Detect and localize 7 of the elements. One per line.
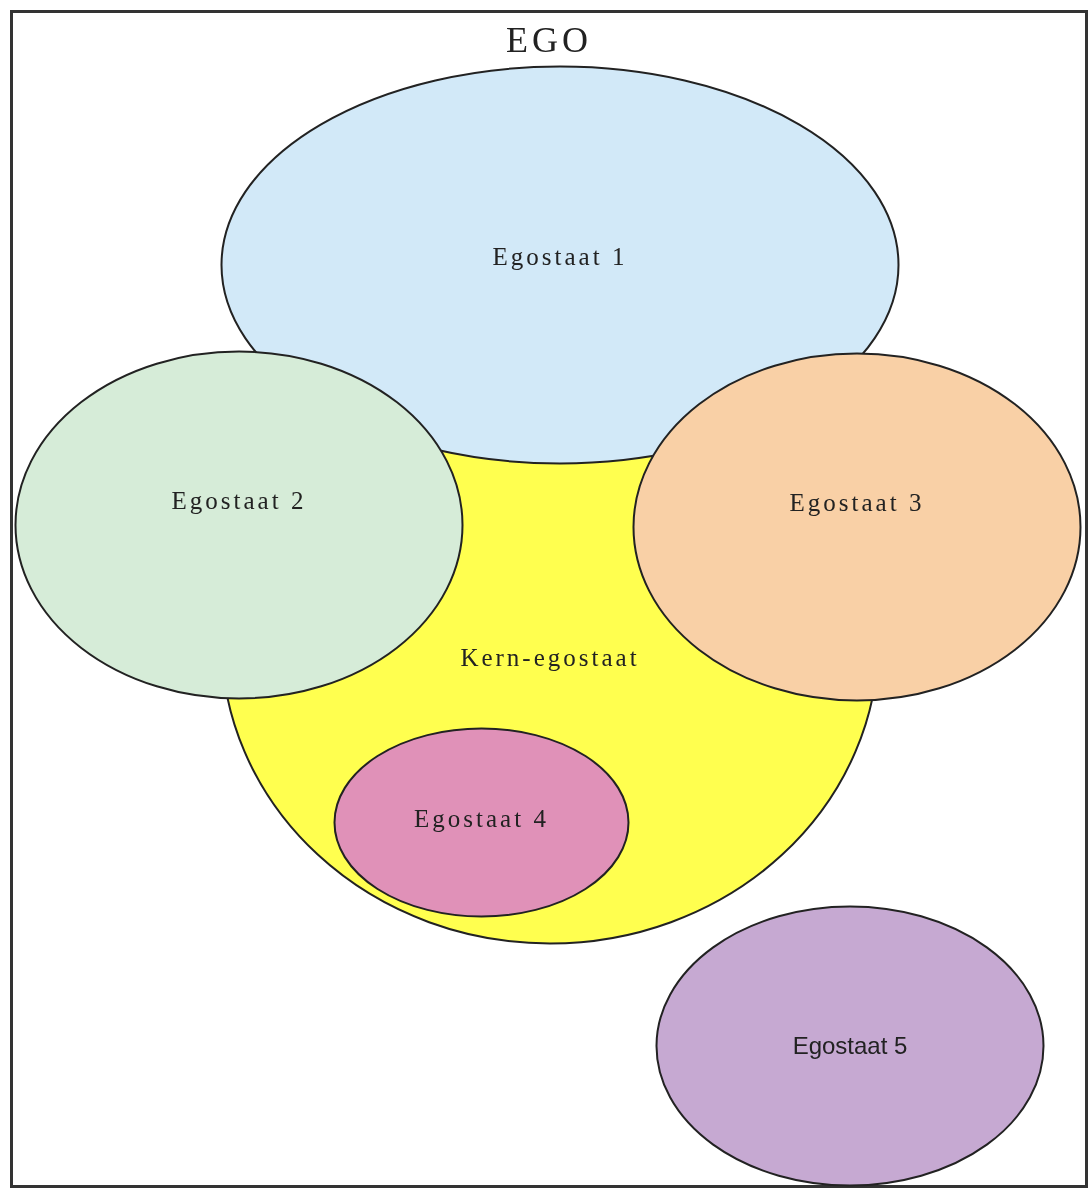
ellipse-label: Egostaat 2 [171, 486, 307, 515]
ellipse-label: Kern-egostaat [460, 644, 640, 673]
frame-title: EGO [506, 19, 592, 61]
ellipse-label: Egostaat 3 [789, 488, 925, 517]
ellipse-label: Egostaat 5 [792, 1032, 908, 1060]
ellipse-label: Egostaat 1 [492, 243, 628, 271]
ellipse-label: Egostaat 4 [414, 804, 549, 833]
